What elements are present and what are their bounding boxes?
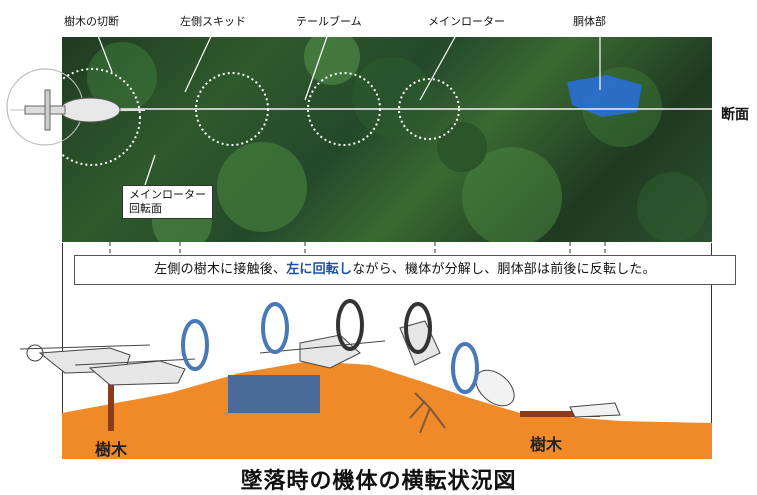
debris-block [228,375,320,413]
fuselage-tarp [567,75,642,117]
rotor-plane-label: メインローター 回転面 [122,185,213,219]
label-left-skid: 左側スキッド [176,12,250,30]
label-tail-boom: テールブーム [292,12,366,30]
label-tree-cut: 樹木の切断 [60,12,123,30]
rotation-arrow-3 [336,299,364,351]
label-section: 断面 [721,107,749,123]
tree-label-left: 樹木 [95,440,128,459]
ground-slope [62,361,712,459]
rotation-arrow-2 [261,302,289,354]
fuselage-final [569,402,621,418]
label-fuselage: 胴体部 [569,12,610,30]
helicopter-2 [74,358,196,386]
rotation-arrow-1 [181,319,209,371]
rotation-arrow-4 [404,302,432,354]
leader-lines [109,242,606,260]
tree-label-right: 樹木 [530,435,563,454]
tree-trunk-right [520,411,600,417]
tree-trunk-left [108,375,114,431]
crash-scene [19,299,712,459]
debris-skid [409,392,446,434]
helicopter-topview [6,68,145,146]
label-main-rotor: メインローター [424,12,509,30]
figure-title: 墜落時の機体の横転状況図 [240,469,517,494]
caption-box: 左側の樹木に接触後、左に回転しながら、機体が分解し、胴体部は前後に反転した。 [74,255,736,285]
rotation-arrow-5 [451,342,479,394]
